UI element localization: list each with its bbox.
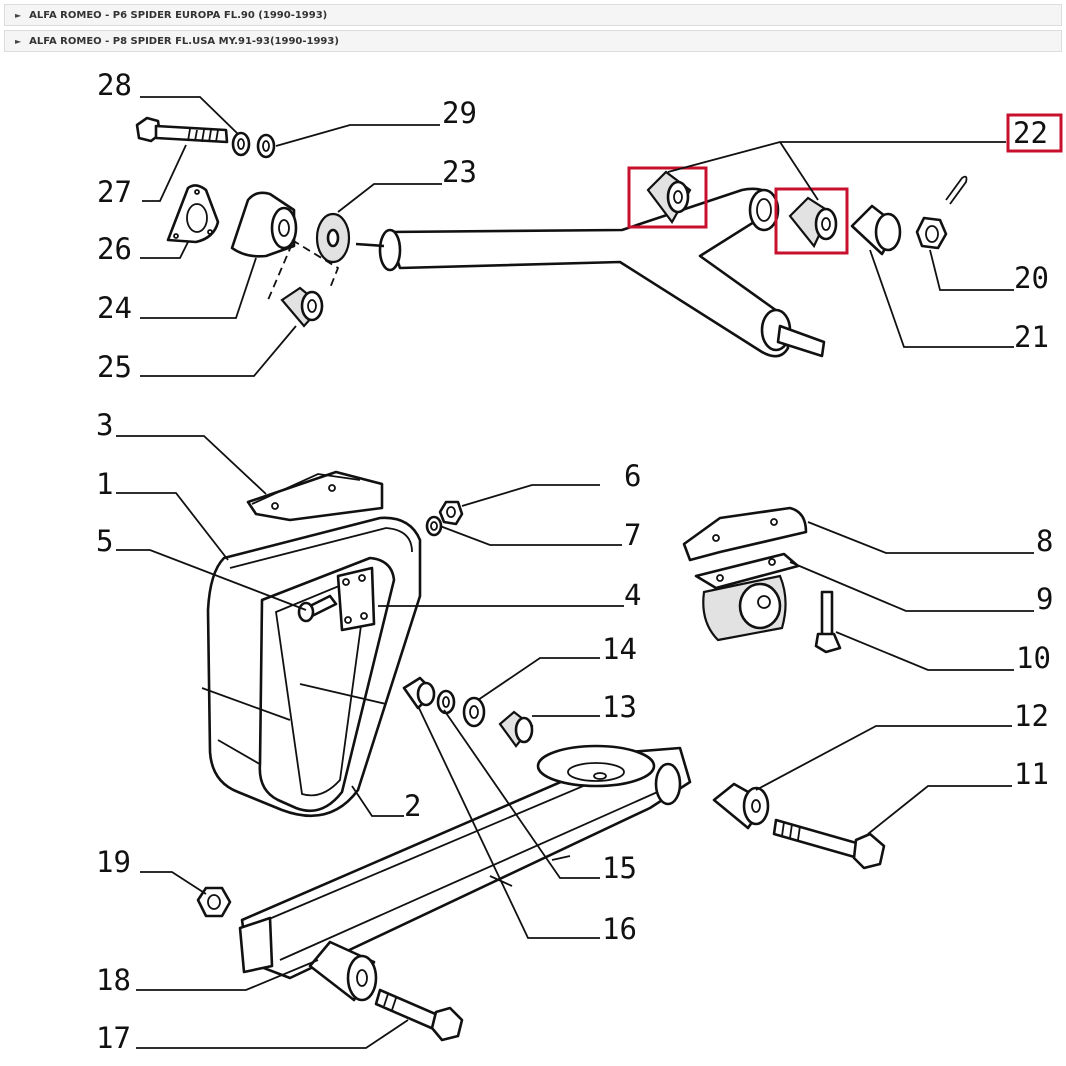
callout-23: 23 <box>442 155 477 189</box>
part-16-sleeve <box>402 676 436 710</box>
part-13-bush <box>498 710 534 748</box>
part-9-mount <box>694 552 800 642</box>
expand-arrow-icon: ► <box>15 10 22 20</box>
part-8-bracket <box>682 506 808 562</box>
part-19-nut <box>196 886 232 918</box>
callout-18: 18 <box>96 963 131 997</box>
part-21-sleeve <box>850 204 902 256</box>
model-row-label: ALFA ROMEO - P6 SPIDER EUROPA FL.90 (199… <box>29 9 328 21</box>
part-22-bush-right <box>788 196 838 249</box>
exploded-parts-diagram: 28 29 27 23 26 24 25 22 20 21 3 1 5 6 7 … <box>96 68 1063 1055</box>
part-25-bush <box>280 286 324 328</box>
upper-control-arm <box>355 187 826 358</box>
part-20-nut <box>915 216 948 250</box>
part-3-bracket <box>246 470 384 522</box>
callout-3: 3 <box>96 408 113 442</box>
part-15-washer <box>436 689 456 715</box>
part-27-bolt <box>135 116 229 144</box>
part-26-flange-plate <box>166 184 220 244</box>
part-18-bush <box>308 940 378 1002</box>
callout-24: 24 <box>97 291 132 325</box>
callout-1: 1 <box>96 467 113 501</box>
callout-27: 27 <box>97 175 132 209</box>
part-7-washer <box>425 515 443 537</box>
callout-9: 9 <box>1036 582 1053 616</box>
callout-8: 8 <box>1036 524 1053 558</box>
callout-15: 15 <box>602 851 637 885</box>
callout-14: 14 <box>602 632 637 666</box>
leader-lines <box>116 96 1034 1049</box>
callout-6: 6 <box>624 459 641 493</box>
part-10-bolt <box>814 590 842 654</box>
callout-13: 13 <box>602 690 637 724</box>
callout-26: 26 <box>97 232 132 266</box>
callout-5: 5 <box>96 524 113 558</box>
callout-2: 2 <box>404 789 421 823</box>
part-23-washer <box>315 212 351 264</box>
cotter-pin <box>945 175 968 205</box>
callout-29: 29 <box>442 96 477 130</box>
part-24-bush-housing <box>230 191 298 258</box>
part-29-washer <box>256 133 276 159</box>
callout-28: 28 <box>97 68 132 102</box>
part-6-nut <box>438 500 464 526</box>
model-row-p8-spider-usa[interactable]: ► ALFA ROMEO - P8 SPIDER FL.USA MY.91-93… <box>4 30 1062 52</box>
callout-25: 25 <box>97 350 132 384</box>
callout-16: 16 <box>602 912 637 946</box>
part-4-plate <box>336 566 376 632</box>
part-17-bolt <box>374 988 464 1042</box>
lower-crossmember <box>238 744 692 980</box>
expand-arrow-icon: ► <box>15 36 22 46</box>
part-5-stud <box>297 594 338 623</box>
highlight-box-callout-22 <box>1006 113 1063 153</box>
callout-7: 7 <box>624 518 641 552</box>
part-14-washer <box>462 696 486 728</box>
callout-17: 17 <box>96 1021 131 1055</box>
callout-10: 10 <box>1016 641 1051 675</box>
part-11-bolt <box>772 818 886 870</box>
part-12-bush <box>712 782 770 830</box>
callout-21: 21 <box>1014 320 1049 354</box>
callout-12: 12 <box>1014 699 1049 733</box>
callout-19: 19 <box>96 845 131 879</box>
highlight-box-part-22-left <box>627 166 708 229</box>
part-22-bush-left <box>646 170 692 225</box>
callout-4: 4 <box>624 578 641 612</box>
callout-11: 11 <box>1014 757 1049 791</box>
callout-20: 20 <box>1014 261 1049 295</box>
model-row-label: ALFA ROMEO - P8 SPIDER FL.USA MY.91-93(1… <box>29 35 339 47</box>
callout-22: 22 <box>1013 116 1048 150</box>
model-row-p6-spider-europa[interactable]: ► ALFA ROMEO - P6 SPIDER EUROPA FL.90 (1… <box>4 4 1062 26</box>
part-28-nut <box>231 131 251 157</box>
